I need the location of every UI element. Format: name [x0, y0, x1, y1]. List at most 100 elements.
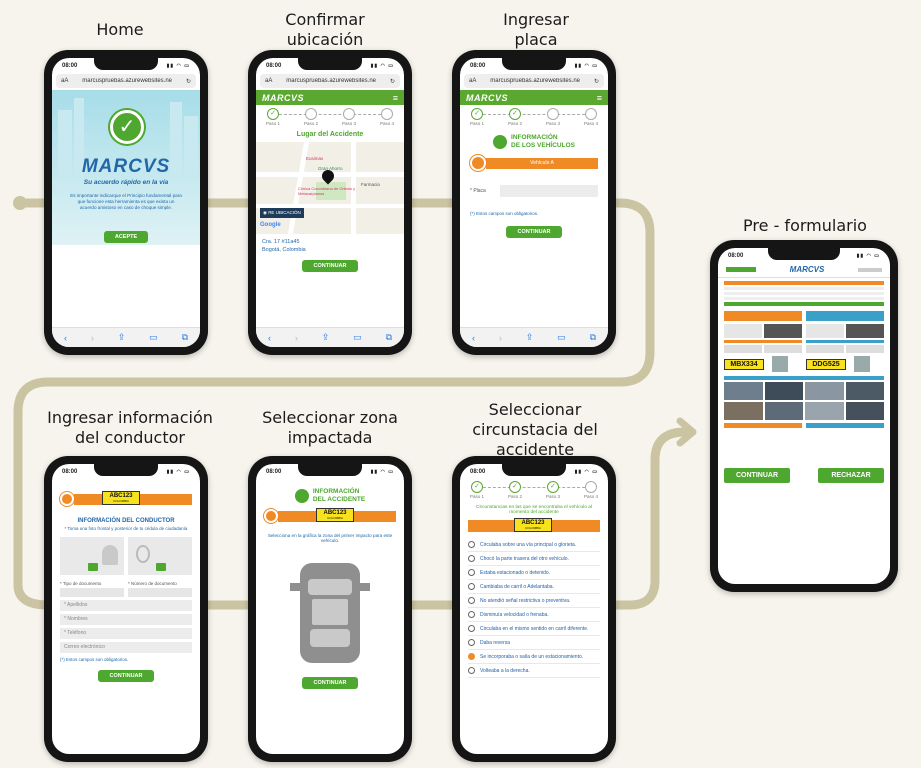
circumstance-option[interactable]: Daba reversa [468, 636, 600, 650]
browser-toolbar: ‹ › ⇪ ▭ ⧉ [256, 327, 404, 347]
bookmarks-icon[interactable]: ▭ [149, 332, 158, 342]
radio-icon[interactable] [468, 555, 475, 562]
back-icon[interactable]: ‹ [267, 332, 271, 343]
tabs-icon[interactable]: ⧉ [385, 332, 392, 342]
menu-icon[interactable]: ≡ [392, 92, 398, 103]
radio-icon[interactable] [468, 597, 475, 604]
firstname-input[interactable]: * Nombres [60, 614, 192, 625]
continue-button[interactable]: CONTINUAR [506, 226, 562, 238]
radio-icon[interactable] [468, 639, 475, 646]
step-done-icon: ✓ [267, 108, 279, 120]
doc-number-input[interactable] [128, 588, 192, 597]
driver-title: INFORMACIÓN DEL CONDUCTOR [77, 518, 175, 524]
radio-icon[interactable] [468, 569, 475, 576]
circumstance-option[interactable]: Chocó la parte trasera del otro vehículo… [468, 552, 600, 566]
id-photos [60, 537, 192, 575]
menu-icon[interactable]: ≡ [596, 92, 602, 103]
camera-icon [156, 563, 166, 571]
circumstance-label: Cambiaba de carril o Adelantaba. [480, 583, 554, 590]
radio-icon[interactable] [468, 541, 475, 548]
map[interactable]: Clínica Colombiana de Ortesis y Metacarp… [256, 142, 404, 234]
circumstance-option[interactable]: Estaba estacionado o detenido. [468, 566, 600, 580]
home-tagline: Su acuerdo rápido en la vía [83, 179, 169, 186]
circumstance-option[interactable]: Cambiaba de carril o Adelantaba. [468, 580, 600, 594]
radio-icon[interactable] [468, 583, 475, 590]
browser-toolbar: ‹ › ⇪ ▭ ⧉ [460, 327, 608, 347]
app-header: MARCVS≡ [256, 90, 404, 105]
continue-button[interactable]: CONTINUAR [724, 468, 790, 483]
circumstance-option[interactable]: Volteaba a la derecha. [468, 664, 600, 678]
back-icon[interactable]: ‹ [471, 332, 475, 343]
home-hero: ✓ MARCVS Su acuerdo rápido en la vía Es … [52, 90, 200, 245]
continue-button[interactable]: CONTINUAR [302, 260, 358, 272]
forward-icon[interactable]: › [498, 332, 502, 343]
circumstance-option[interactable]: Circulaba en el mismo sentido en carril … [468, 622, 600, 636]
email-input[interactable]: Correo electrónico [60, 642, 192, 653]
phone-input[interactable]: * Teléfono [60, 628, 192, 639]
reload-icon[interactable]: ↻ [593, 78, 599, 85]
user-icon [60, 492, 74, 506]
share-icon[interactable]: ⇪ [117, 332, 126, 342]
re-locate-button[interactable]: ◉ RE UBICACIÓN [260, 208, 304, 218]
doc-labels: * Tipo de documento* Número de documento [60, 581, 177, 586]
stepper: ✓Paso 1 ✓Paso 2 ✓Paso 3 Paso 4 [460, 478, 608, 499]
radio-icon[interactable] [468, 611, 475, 618]
circumstance-option[interactable]: No atendió señal restrictiva o preventiv… [468, 594, 600, 608]
tabs-icon[interactable]: ⧉ [181, 332, 188, 342]
forward-icon[interactable]: › [90, 332, 94, 343]
reload-icon[interactable]: ↻ [389, 78, 395, 85]
plate-input[interactable] [500, 185, 598, 197]
share-icon[interactable]: ⇪ [321, 332, 330, 342]
user-icon [470, 155, 486, 171]
circumstance-label: Disminuía velocidad o frenaba. [480, 611, 549, 618]
accept-button[interactable]: ACEPTE [104, 231, 148, 243]
tabs-icon[interactable]: ⧉ [589, 332, 596, 342]
back-icon[interactable]: ‹ [63, 332, 67, 343]
car-info-icon [493, 134, 508, 149]
car-top-view[interactable] [256, 553, 404, 673]
circumstance-label: Daba reversa [480, 639, 511, 646]
bookmarks-icon[interactable]: ▭ [353, 332, 362, 342]
radio-icon[interactable] [468, 667, 475, 674]
circumstance-label: Circulaba en el mismo sentido en carril … [480, 625, 589, 632]
id-front-photo[interactable] [60, 537, 124, 575]
continue-button[interactable]: CONTINUAR [98, 670, 154, 682]
circumstance-option[interactable]: Disminuía velocidad o frenaba. [468, 608, 600, 622]
pre-header: MARCVS [718, 262, 890, 278]
forward-icon[interactable]: › [294, 332, 298, 343]
flow-start-dot [13, 196, 27, 210]
id-back-photo[interactable] [128, 537, 192, 575]
location-icon: ◉ [263, 210, 269, 215]
caption-home: Home [96, 20, 144, 39]
lastname-input[interactable]: * Apellidos [60, 600, 192, 611]
circ-title: Circunstancias en las que se encontraba … [476, 505, 592, 515]
share-icon[interactable]: ⇪ [525, 332, 534, 342]
vehicle-b-plate: DDG525 [806, 359, 846, 370]
radio-icon[interactable] [468, 653, 475, 660]
radio-icon[interactable] [468, 625, 475, 632]
circumstance-label: Volteaba a la derecha. [480, 667, 530, 674]
reject-button[interactable]: RECHAZAR [818, 468, 884, 483]
circumstance-list: Circulaba sobre una vía principal o glor… [460, 538, 608, 678]
circumstance-option[interactable]: Se incorporaba o salía de un estacionami… [468, 650, 600, 664]
continue-button[interactable]: CONTINUAR [302, 677, 358, 689]
phone-circumstance: 08:00▮▮ ◠ ▭ ✓Paso 1 ✓Paso 2 ✓Paso 3 Paso… [452, 456, 616, 762]
doc-type-select[interactable] [60, 588, 124, 597]
circumstance-option[interactable]: Circulaba sobre una vía principal o glor… [468, 538, 600, 552]
browser-toolbar: ‹ › ⇪ ▭ ⧉ [52, 327, 200, 347]
bookmarks-icon[interactable]: ▭ [557, 332, 566, 342]
reload-icon[interactable]: ↻ [185, 78, 191, 85]
caption-pre-form: Pre - formulario [743, 216, 867, 235]
